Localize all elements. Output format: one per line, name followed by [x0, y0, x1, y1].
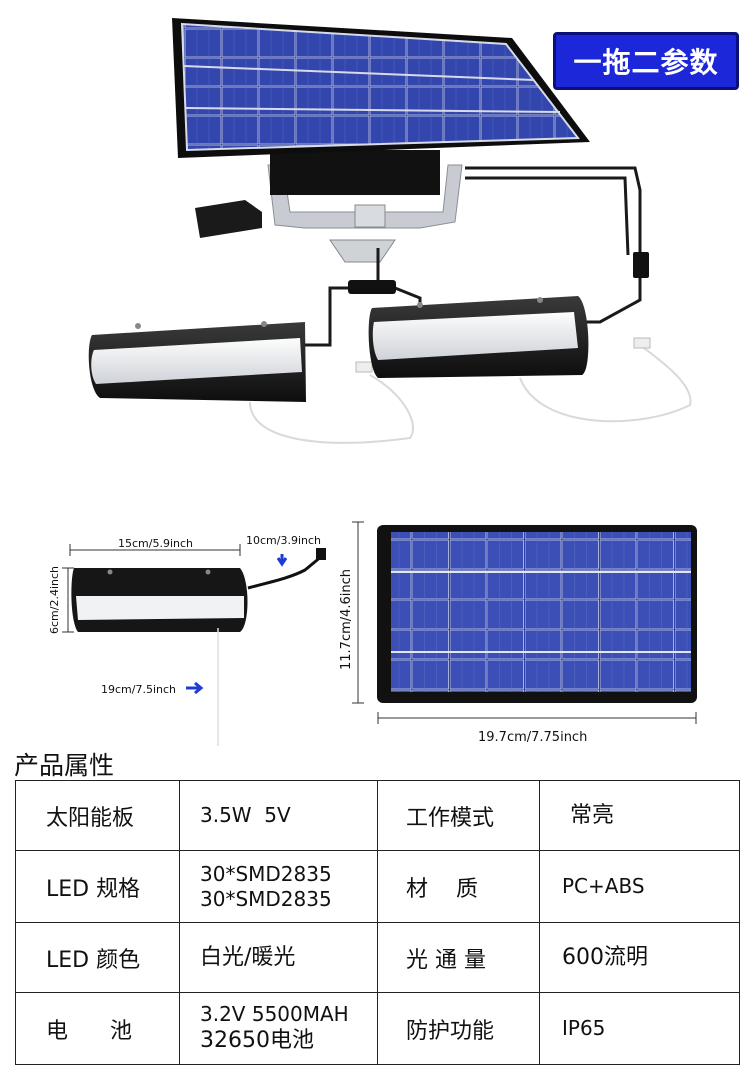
row-label-material: 材 质 [406, 876, 478, 902]
product-illustration [88, 18, 692, 444]
spec-badge: 一拖二参数 [553, 32, 739, 90]
solar-panel-dimension [377, 525, 697, 703]
table-row: LED 颜色 白光/暖光 光 通 量 600流明 [15, 922, 740, 993]
dim-panel-width: 19.7cm/7.75inch [478, 730, 588, 745]
row-label-solar: 太阳能板 [46, 805, 135, 831]
row-label-lumen: 光 通 量 [406, 947, 486, 973]
table-row: 电 池 3.2V 5500MAH 32650电池 防护功能 IP65 [15, 992, 740, 1065]
table-row: LED 规格 30*SMD2835 30*SMD2835 材 质 PC+ABS [15, 850, 740, 923]
solar-panel-top [172, 18, 590, 158]
row-label-mode: 工作模式 [406, 805, 495, 831]
lamp-left [88, 321, 306, 402]
lamp-dimension [71, 548, 326, 746]
row-label-led-spec: LED 规格 [46, 876, 141, 902]
table-row: 太阳能板 3.5W 5V 工作模式 常亮 [15, 780, 740, 851]
dimension-drawing [62, 521, 697, 746]
dim-light-height: 6cm/2.4inch [48, 565, 61, 634]
value-lumen: 600流明 [562, 944, 648, 970]
row-label-led-color: LED 颜色 [46, 947, 141, 973]
value-led-spec-2: 30*SMD2835 [200, 886, 332, 911]
properties-title: 产品属性 [14, 751, 115, 780]
dim-light-length: 15cm/5.9inch [118, 537, 194, 550]
value-mode: 常亮 [570, 802, 615, 828]
value-battery-1: 3.2V 5500MAH [200, 1002, 349, 1027]
dim-cable-short: 10cm/3.9inch [246, 534, 322, 547]
value-material: PC+ABS [562, 874, 645, 898]
row-label-protection: 防护功能 [406, 1018, 495, 1044]
value-protection: IP65 [562, 1016, 606, 1040]
dim-panel-height: 11.7cm/4.6inch [339, 568, 354, 670]
value-battery-2: 32650电池 [200, 1028, 314, 1054]
row-label-battery: 电 池 [46, 1018, 132, 1044]
dim-cable-long: 19cm/7.5inch [101, 683, 177, 696]
lamp-right [368, 296, 589, 378]
value-solar: 3.5W 5V [200, 803, 291, 827]
value-led-color: 白光/暖光 [200, 944, 296, 970]
mount-bracket [195, 150, 463, 263]
value-led-spec-1: 30*SMD2835 [200, 861, 332, 886]
spec-table: 太阳能板 3.5W 5V 工作模式 常亮 LED 规格 30*SMD2835 3… [15, 780, 740, 1065]
